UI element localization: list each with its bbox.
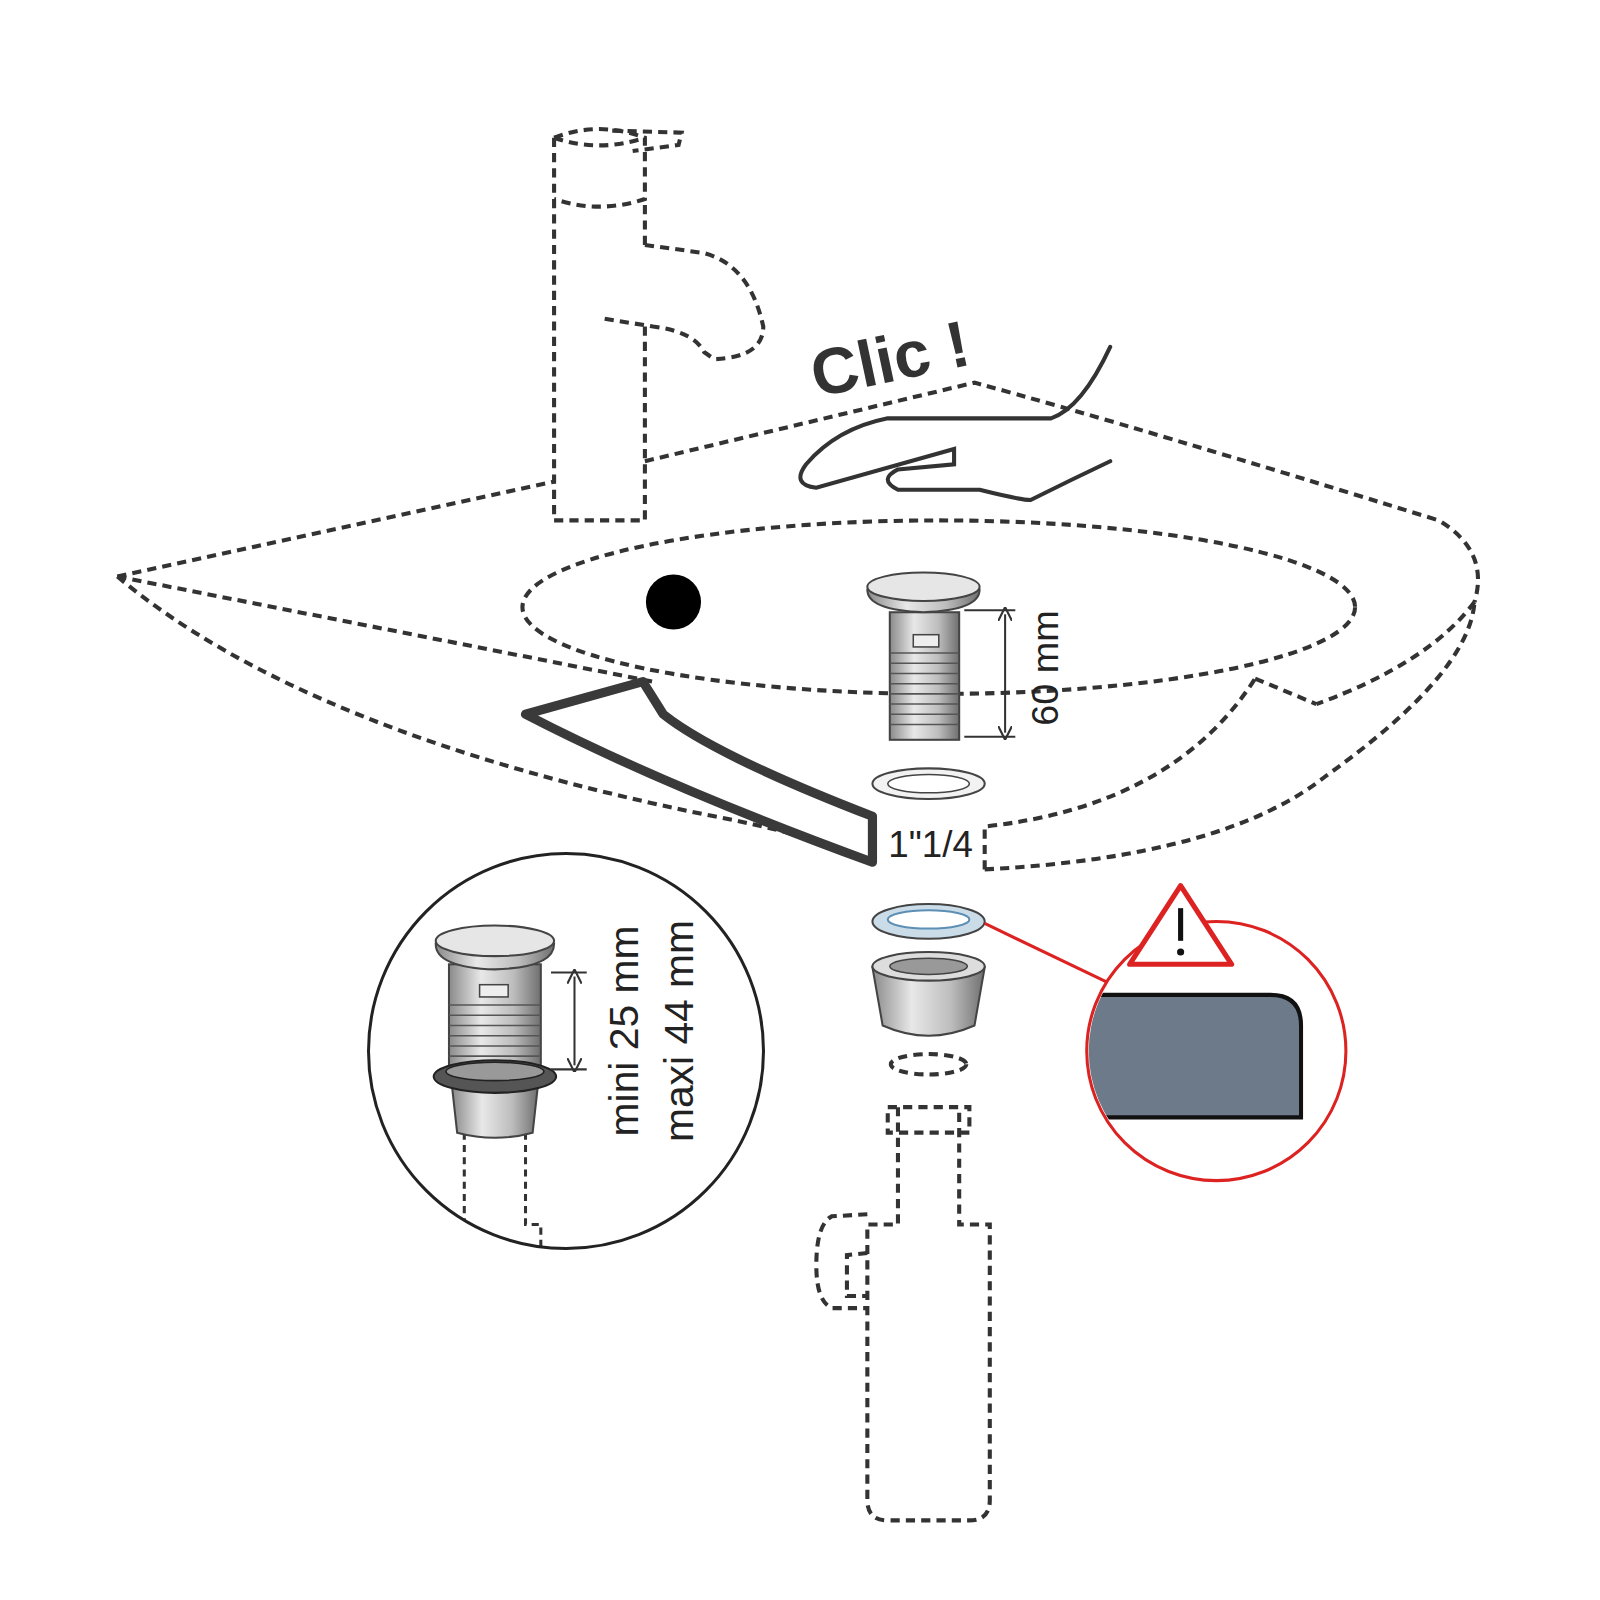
leader-line [985, 923, 1113, 984]
thread-size: 1"1/4 [885, 825, 976, 866]
warning-triangle [1130, 886, 1232, 965]
dimension-label: mini 25 mm [604, 925, 645, 1136]
dimension-label: 60 mm [1027, 611, 1065, 726]
lower-parts [872, 904, 984, 1036]
click-note: Clic ! [805, 311, 975, 408]
overflow-hole [646, 574, 701, 629]
dimension-line [964, 610, 1015, 737]
inset-dimension [551, 972, 587, 1069]
warning-mark [1178, 908, 1183, 941]
warning-dot [1177, 948, 1184, 955]
detail-inset: mini 25 mm maxi 44 mm [367, 852, 765, 1250]
dashed-outlines [117, 129, 1478, 1520]
overflow-channel [526, 682, 873, 863]
inset-drain [434, 926, 556, 1266]
washer-profile [1082, 995, 1301, 1117]
dimension-label: maxi 44 mm [658, 920, 699, 1142]
drain-plug [867, 572, 984, 799]
